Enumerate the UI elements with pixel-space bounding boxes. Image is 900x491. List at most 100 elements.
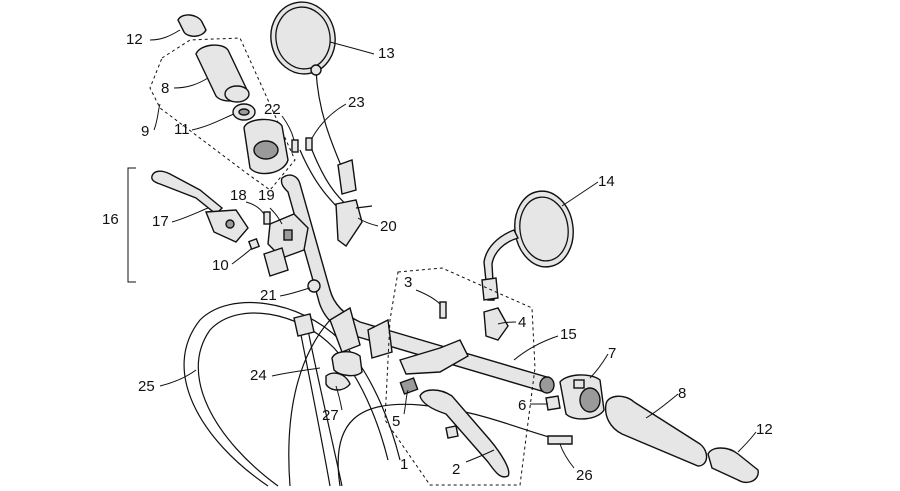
leader-18 — [245, 201, 265, 215]
leader-5 — [403, 389, 409, 415]
leader-23 — [311, 103, 347, 139]
callout-4: 4 — [518, 314, 526, 331]
leader-7 — [589, 353, 609, 379]
callout-1: 1 — [400, 456, 408, 473]
clip-27 — [325, 372, 351, 391]
callout-15: 15 — [560, 326, 577, 343]
handlebar-clamp — [329, 306, 361, 353]
mirror-13-joint — [310, 64, 322, 76]
grip-end-12-left — [177, 14, 207, 37]
cable-loops — [183, 69, 561, 487]
callout-17: 17 — [152, 213, 169, 230]
leader-27 — [335, 385, 343, 411]
callout-7: 7 — [608, 345, 616, 362]
leader-24 — [271, 367, 321, 377]
clip-6 — [545, 395, 561, 411]
group-1-outline — [384, 267, 536, 486]
callout-labels: 12 13 8 9 11 22 23 14 18 19 20 16 17 10 … — [102, 31, 773, 484]
screw-3 — [439, 301, 447, 319]
lever-17 — [151, 170, 224, 215]
callout-3: 3 — [404, 274, 412, 291]
mount-20 — [335, 199, 363, 248]
nut-small — [445, 425, 459, 439]
fitting-24-top — [293, 313, 315, 337]
lever-pivot — [225, 219, 235, 229]
fitting-24 — [331, 351, 363, 377]
callout-8-right: 8 — [678, 385, 686, 402]
leader-20 — [357, 217, 379, 227]
leader-11 — [191, 113, 235, 131]
right-switch-grip — [545, 374, 759, 484]
right-lever-group — [384, 267, 536, 486]
leader-12-right — [737, 431, 757, 453]
mount-4 — [483, 307, 509, 341]
throttle-bore — [253, 140, 279, 160]
leader-25 — [159, 369, 197, 387]
handlebar — [280, 174, 555, 394]
handlebar-clamp-2 — [367, 318, 393, 359]
fitting-26 — [547, 435, 573, 445]
switch-7-button — [573, 379, 585, 389]
leader-13 — [329, 41, 375, 55]
callout-9: 9 — [141, 123, 149, 140]
mirror-13-rim — [275, 6, 331, 70]
bracket-16 — [127, 167, 136, 283]
cable-25 — [183, 302, 401, 487]
mirror-14-assembly — [481, 190, 574, 301]
callout-18: 18 — [230, 187, 247, 204]
cable-24 — [299, 329, 331, 487]
mirror-13 — [270, 1, 336, 75]
group-9-outline — [149, 37, 296, 191]
leader-3 — [415, 289, 441, 305]
mirror-14-rim — [519, 196, 569, 262]
callout-24: 24 — [250, 367, 267, 384]
nut-21 — [307, 279, 321, 293]
switch-19-base — [263, 247, 289, 277]
grip-end-12-right — [707, 447, 759, 484]
cable-fittings — [293, 313, 363, 391]
grip-8-right — [604, 395, 708, 467]
mirror-13-stem — [337, 159, 357, 195]
callout-26: 26 — [576, 467, 593, 484]
screw-23 — [305, 137, 313, 151]
callout-19: 19 — [258, 187, 275, 204]
leader-2 — [465, 449, 495, 463]
leader-4 — [497, 321, 517, 325]
callout-20: 20 — [380, 218, 397, 235]
left-grip-group — [149, 14, 296, 191]
callout-22: 22 — [264, 101, 281, 118]
callout-14: 14 — [598, 173, 615, 190]
leader-15 — [513, 335, 559, 361]
callout-10: 10 — [212, 257, 229, 274]
callout-13: 13 — [378, 45, 395, 62]
callout-8-left: 8 — [161, 80, 169, 97]
callout-2: 2 — [452, 461, 460, 478]
leader-17 — [171, 207, 209, 223]
leader-12-left — [149, 29, 181, 41]
callout-23: 23 — [348, 94, 365, 111]
leader-8-left — [173, 77, 209, 89]
switch-19-terminal — [283, 229, 293, 241]
leader-26 — [559, 443, 575, 469]
callout-5: 5 — [392, 413, 400, 430]
leader-10 — [231, 247, 253, 265]
cable-clutch — [337, 403, 561, 487]
callout-11: 11 — [174, 121, 190, 138]
leader-8-right — [645, 393, 679, 419]
screw-22 — [291, 139, 299, 153]
screw-20 — [355, 205, 373, 209]
mirror-13-assembly — [270, 1, 373, 248]
washer-11-hole — [238, 108, 250, 116]
leader-19 — [269, 207, 283, 225]
callout-16: 16 — [102, 211, 119, 228]
left-lever-assembly — [151, 170, 321, 293]
pin-10 — [247, 237, 261, 251]
screw-18 — [263, 211, 271, 225]
leader-9 — [153, 103, 161, 131]
switch-7-bore — [579, 387, 601, 413]
leader-21 — [279, 287, 311, 297]
callout-27: 27 — [322, 407, 339, 424]
lever-2 — [419, 389, 510, 478]
